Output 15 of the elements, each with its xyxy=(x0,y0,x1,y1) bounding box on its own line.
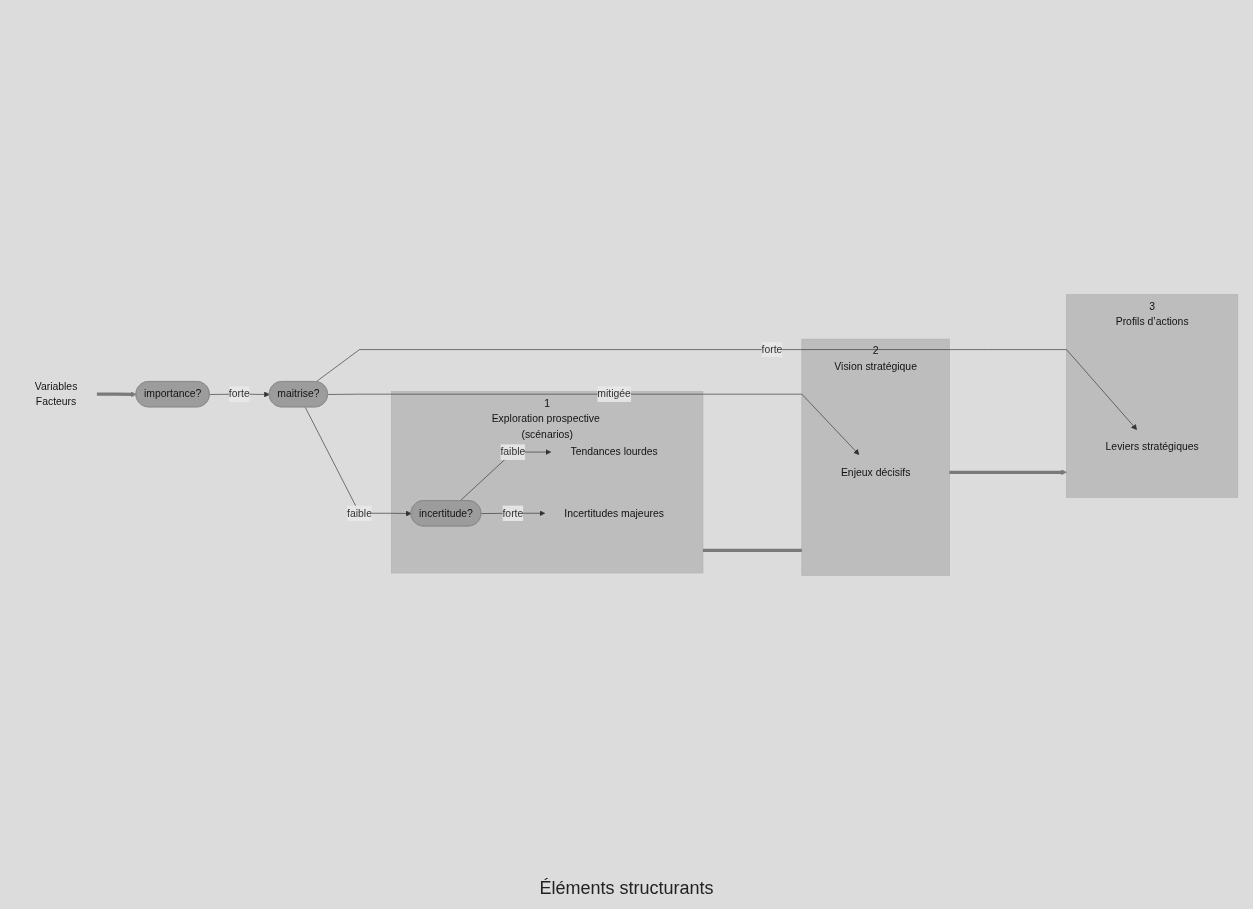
node-text: Leviers stratégiques xyxy=(1105,441,1199,453)
node-text: Incertitudes majeures xyxy=(564,507,664,519)
arrow xyxy=(949,469,1067,476)
edge-label: faible xyxy=(500,446,526,458)
edge-label: faible xyxy=(347,507,372,519)
node-text: Enjeux décisifs xyxy=(840,466,911,478)
arrow xyxy=(96,391,137,398)
connector xyxy=(701,548,802,552)
edge-label: forte xyxy=(228,388,250,400)
edge-label: mitigée xyxy=(597,388,631,400)
edge-label: forte xyxy=(761,343,783,355)
note-text: Éléments structurants xyxy=(539,878,714,899)
node-text: Tendances lourdes xyxy=(570,446,658,458)
edge-label: forte xyxy=(502,507,524,519)
node-text: Variables Facteurs xyxy=(34,380,78,408)
